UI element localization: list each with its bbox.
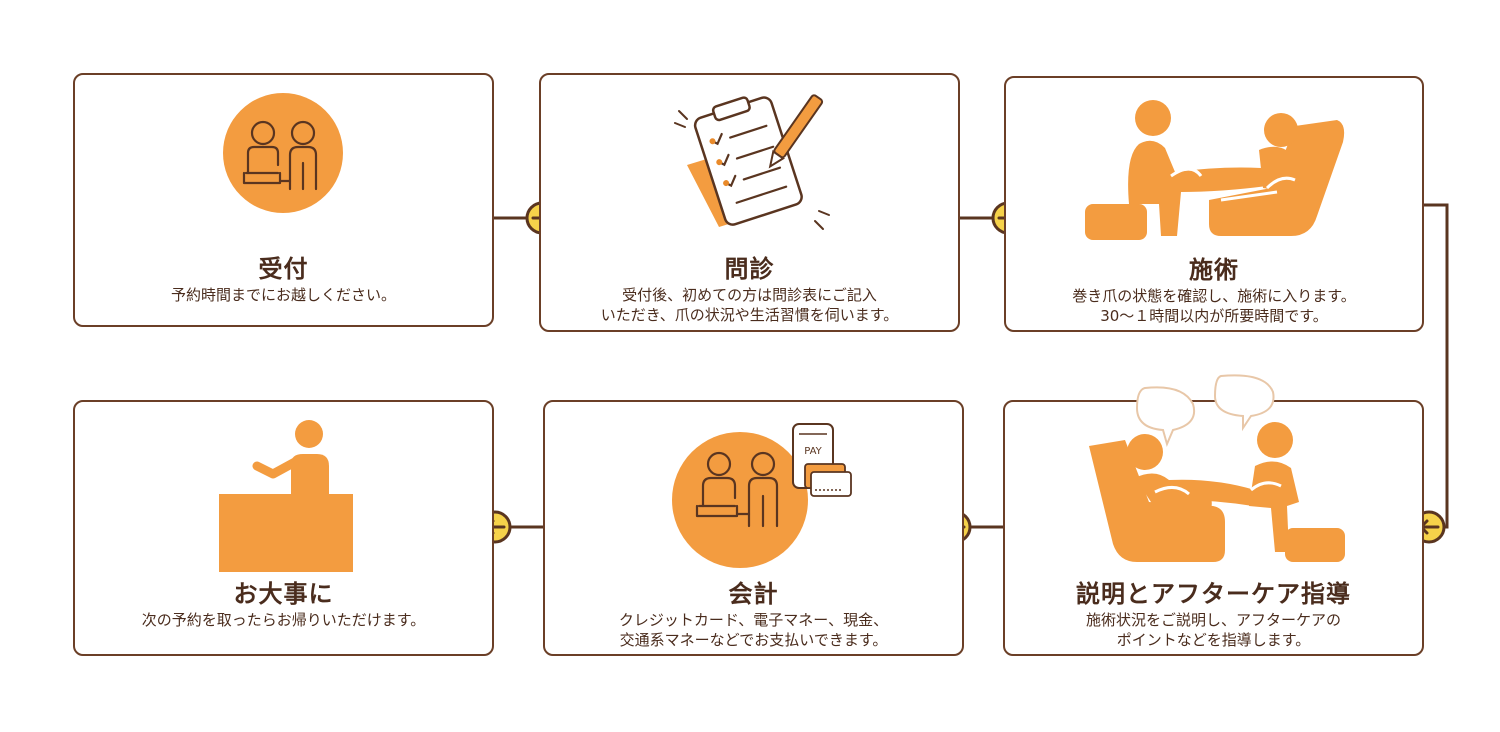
clipboard-icon [674, 94, 830, 230]
step-description: 巻き爪の状態を確認し、施術に入ります。 30〜１時間以内が所要時間です。 [1072, 287, 1356, 325]
step-description: 施術状況をご説明し、アフターケアの ポイントなどを指導します。 [1085, 611, 1341, 649]
step-card-treatment: 施術 巻き爪の状態を確認し、施術に入ります。 30〜１時間以内が所要時間です。 [1004, 76, 1424, 332]
reception-icon [223, 93, 343, 213]
step-card-aftercare: 説明とアフターケア指導 施術状況をご説明し、アフターケアの ポイントなどを指導し… [1003, 374, 1424, 656]
step-title: 受付 [258, 255, 309, 283]
step-card-farewell: お大事に 次の予約を取ったらお帰りいただけます。 [73, 400, 494, 656]
step-title: お大事に [233, 580, 334, 608]
step-title: 施術 [1189, 256, 1239, 284]
consultation-icon [1089, 374, 1345, 562]
step-description: 受付後、初めての方は問診表にご記入 いただき、爪の状況や生活習慣を伺います。 [600, 286, 899, 324]
step-description: クレジットカード、電子マネー、現金、 交通系マネーなどでお支払いできます。 [618, 611, 889, 649]
step-description: 予約時間までにお越しください。 [170, 286, 396, 304]
step-description: 次の予約を取ったらお帰りいただけます。 [141, 611, 426, 629]
farewell-icon [219, 420, 353, 572]
step-title: 問診 [724, 255, 775, 283]
step-title: 会計 [728, 580, 779, 608]
payment-icon: PAY [672, 423, 852, 568]
step-card-payment: PAY 会計 クレジットカード、電子マネー、現金、 交通系マネーなどでお支払いで… [543, 400, 964, 656]
step-card-interview: 問診 受付後、初めての方は問診表にご記入 いただき、爪の状況や生活習慣を伺います… [539, 73, 960, 332]
step-title: 説明とアフターケア指導 [1076, 580, 1351, 608]
step-card-reception: 受付 予約時間までにお越しください。 [73, 73, 494, 327]
treatment-icon [1085, 100, 1345, 240]
pay-label: PAY [804, 446, 822, 457]
